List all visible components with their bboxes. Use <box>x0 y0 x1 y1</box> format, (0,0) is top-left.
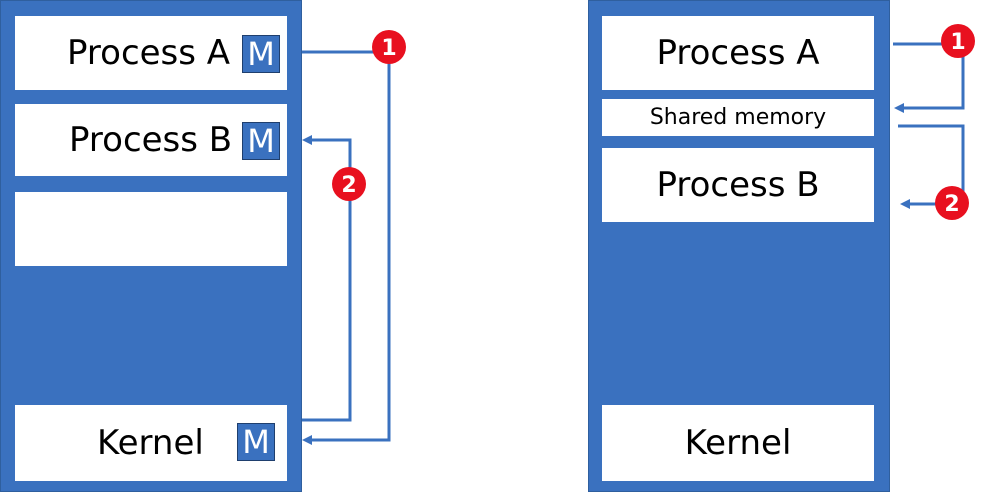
left-step-1-marker: 1 <box>372 30 406 64</box>
left-arrow-step-2 <box>302 135 352 422</box>
right-step-2-marker: 2 <box>935 186 969 220</box>
right-process-b-label: Process B <box>656 165 820 205</box>
right-process-a-box: Process A <box>602 16 874 90</box>
right-step-1-marker: 1 <box>941 24 975 58</box>
right-arrow-step-2 <box>898 124 965 209</box>
process-a-memory-marker: M <box>242 35 280 73</box>
left-process-a-label: Process A <box>67 33 231 73</box>
left-kernel-label: Kernel <box>97 423 204 463</box>
left-process-b-label: Process B <box>69 120 233 160</box>
right-arrow-step-1 <box>893 42 965 113</box>
right-process-b-box: Process B <box>602 148 874 222</box>
left-process-b-box: Process B <box>15 104 287 176</box>
left-step-1-number: 1 <box>381 36 396 61</box>
left-empty-slot <box>15 192 287 266</box>
left-process-a-box: Process A <box>15 16 287 90</box>
right-kernel-box: Kernel <box>602 405 874 481</box>
right-kernel-label: Kernel <box>684 423 792 463</box>
right-process-a-label: Process A <box>656 33 820 73</box>
process-b-memory-marker: M <box>242 122 280 160</box>
right-step-2-number: 2 <box>944 192 959 217</box>
left-step-2-number: 2 <box>341 173 356 198</box>
shared-memory-label: Shared memory <box>649 105 827 130</box>
right-step-1-number: 1 <box>950 30 965 55</box>
left-arrow-step-1 <box>302 50 391 445</box>
left-step-2-marker: 2 <box>332 167 366 201</box>
shared-memory-box: Shared memory <box>602 99 874 136</box>
kernel-memory-marker: M <box>237 423 275 461</box>
